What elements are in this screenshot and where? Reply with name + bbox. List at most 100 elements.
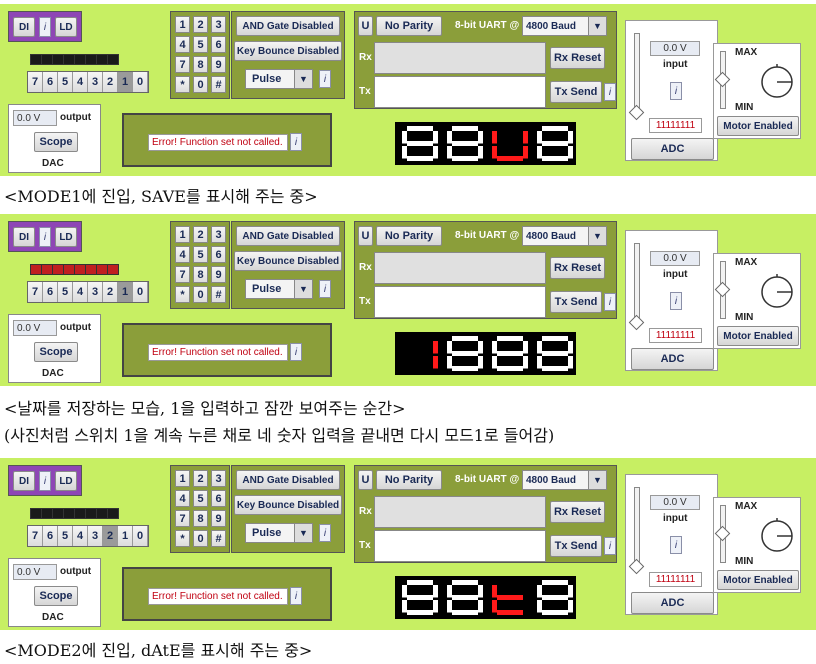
adc-slider-thumb[interactable]	[628, 558, 645, 575]
parity-button[interactable]: No Parity	[376, 226, 442, 246]
di-button[interactable]: DI	[13, 471, 35, 491]
keypad-key[interactable]: 5	[193, 36, 208, 53]
chevron-down-icon[interactable]: ▼	[294, 280, 312, 298]
rx-reset-button[interactable]: Rx Reset	[550, 501, 605, 523]
bit-switch-5[interactable]: 5	[58, 282, 73, 302]
rx-field[interactable]	[374, 496, 546, 528]
adc-slider-thumb[interactable]	[628, 314, 645, 331]
keypad-key[interactable]: 0	[193, 286, 208, 303]
adc-button[interactable]: ADC	[631, 592, 714, 614]
tx-field[interactable]	[374, 286, 546, 318]
keypad-key[interactable]: 6	[211, 246, 226, 263]
keypad-key[interactable]: 7	[175, 510, 190, 527]
adc-button[interactable]: ADC	[631, 138, 714, 160]
pulse-select[interactable]: Pulse ▼	[245, 69, 313, 89]
info-icon[interactable]: i	[39, 227, 51, 247]
bit-switch-7[interactable]: 7	[28, 72, 43, 92]
rx-field[interactable]	[374, 42, 546, 74]
info-icon[interactable]: i	[39, 17, 51, 37]
keypad-key[interactable]: *	[175, 530, 190, 547]
keypad-key[interactable]: 4	[175, 246, 190, 263]
bit-switch-3[interactable]: 3	[88, 526, 103, 546]
bit-switch-0[interactable]: 0	[133, 526, 148, 546]
ld-button[interactable]: LD	[55, 227, 77, 247]
bit-switch-2[interactable]: 2	[103, 282, 118, 302]
baud-select[interactable]: 4800 Baud ▼	[522, 470, 607, 490]
keypad-key[interactable]: 8	[193, 56, 208, 73]
u-button[interactable]: U	[358, 16, 373, 36]
info-icon[interactable]: i	[670, 82, 682, 100]
bit-switch-5[interactable]: 5	[58, 526, 73, 546]
di-button[interactable]: DI	[13, 17, 35, 37]
info-icon[interactable]: i	[670, 292, 682, 310]
info-icon[interactable]: i	[319, 280, 331, 298]
bit-switch-4[interactable]: 4	[73, 282, 88, 302]
bit-switch-3[interactable]: 3	[88, 72, 103, 92]
bit-switch-2[interactable]: 2	[103, 72, 118, 92]
ld-button[interactable]: LD	[55, 17, 77, 37]
bit-switch-7[interactable]: 7	[28, 282, 43, 302]
keypad-key[interactable]: 9	[211, 266, 226, 283]
keypad-key[interactable]: 4	[175, 490, 190, 507]
keypad-key[interactable]: 0	[193, 530, 208, 547]
bit-switch-1[interactable]: 1	[118, 526, 133, 546]
tx-send-button[interactable]: Tx Send	[550, 81, 602, 103]
motor-slider-thumb[interactable]	[714, 281, 731, 298]
adc-slider-track[interactable]	[634, 33, 640, 113]
keypad-key[interactable]: *	[175, 286, 190, 303]
rx-reset-button[interactable]: Rx Reset	[550, 257, 605, 279]
bit-switch-7[interactable]: 7	[28, 526, 43, 546]
keypad-key[interactable]: #	[211, 530, 226, 547]
adc-button[interactable]: ADC	[631, 348, 714, 370]
info-icon[interactable]: i	[319, 70, 331, 88]
key-bounce-button[interactable]: Key Bounce Disabled	[234, 41, 342, 61]
rx-field[interactable]	[374, 252, 546, 284]
bit-switch-6[interactable]: 6	[43, 526, 58, 546]
info-icon[interactable]: i	[39, 471, 51, 491]
key-bounce-button[interactable]: Key Bounce Disabled	[234, 495, 342, 515]
tx-field[interactable]	[374, 76, 546, 108]
and-gate-button[interactable]: AND Gate Disabled	[236, 470, 340, 490]
bit-switch-2[interactable]: 2	[103, 526, 118, 546]
keypad-key[interactable]: 3	[211, 470, 226, 487]
scope-button[interactable]: Scope	[34, 342, 78, 362]
di-button[interactable]: DI	[13, 227, 35, 247]
keypad-key[interactable]: 6	[211, 490, 226, 507]
info-icon[interactable]: i	[604, 293, 616, 311]
keypad-key[interactable]: 7	[175, 266, 190, 283]
tx-send-button[interactable]: Tx Send	[550, 291, 602, 313]
motor-enabled-button[interactable]: Motor Enabled	[717, 570, 799, 590]
tx-field[interactable]	[374, 530, 546, 562]
keypad-key[interactable]: 0	[193, 76, 208, 93]
pulse-select[interactable]: Pulse ▼	[245, 523, 313, 543]
keypad-key[interactable]: 5	[193, 246, 208, 263]
keypad-key[interactable]: #	[211, 76, 226, 93]
keypad-key[interactable]: 2	[193, 470, 208, 487]
ld-button[interactable]: LD	[55, 471, 77, 491]
scope-button[interactable]: Scope	[34, 132, 78, 152]
keypad-key[interactable]: 4	[175, 36, 190, 53]
bit-switch-5[interactable]: 5	[58, 72, 73, 92]
info-icon[interactable]: i	[670, 536, 682, 554]
motor-slider-thumb[interactable]	[714, 71, 731, 88]
adc-slider-track[interactable]	[634, 487, 640, 567]
keypad-key[interactable]: 6	[211, 36, 226, 53]
baud-select[interactable]: 4800 Baud ▼	[522, 16, 607, 36]
keypad-key[interactable]: 2	[193, 16, 208, 33]
parity-button[interactable]: No Parity	[376, 16, 442, 36]
keypad-key[interactable]: *	[175, 76, 190, 93]
bit-switch-3[interactable]: 3	[88, 282, 103, 302]
bit-switch-0[interactable]: 0	[133, 72, 148, 92]
adc-slider-thumb[interactable]	[628, 104, 645, 121]
chevron-down-icon[interactable]: ▼	[294, 70, 312, 88]
keypad-key[interactable]: #	[211, 286, 226, 303]
pulse-select[interactable]: Pulse ▼	[245, 279, 313, 299]
keypad-key[interactable]: 8	[193, 510, 208, 527]
key-bounce-button[interactable]: Key Bounce Disabled	[234, 251, 342, 271]
motor-slider-thumb[interactable]	[714, 525, 731, 542]
info-icon[interactable]: i	[290, 343, 302, 361]
keypad-key[interactable]: 3	[211, 16, 226, 33]
baud-select[interactable]: 4800 Baud ▼	[522, 226, 607, 246]
bit-switch-4[interactable]: 4	[73, 72, 88, 92]
keypad-key[interactable]: 9	[211, 510, 226, 527]
